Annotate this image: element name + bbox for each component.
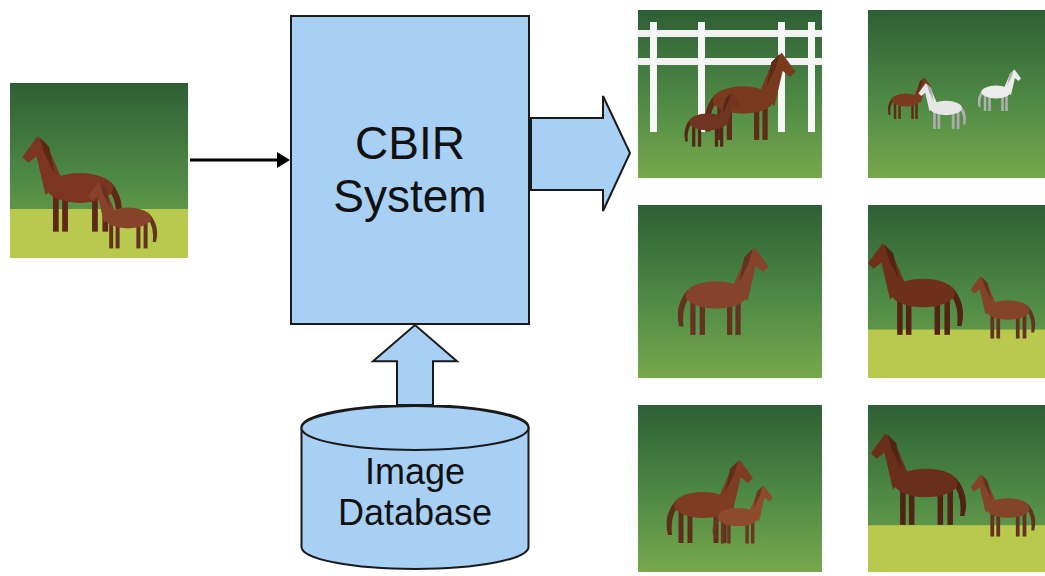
horse-photo	[638, 405, 822, 572]
photo-background	[868, 205, 1045, 378]
horse-figure	[871, 434, 966, 525]
horse-mane	[722, 93, 730, 114]
photo-background	[10, 83, 188, 258]
horse-mane	[739, 249, 753, 283]
horse-photo	[638, 10, 822, 178]
horse-photo	[638, 205, 822, 378]
horse-figure	[667, 460, 753, 543]
fence-rail	[638, 30, 822, 37]
photo-background	[868, 405, 1045, 572]
horse-figure	[978, 70, 1021, 112]
horse-figure	[22, 136, 121, 231]
horse-figure	[971, 276, 1036, 338]
photo-background	[638, 10, 822, 178]
query-arrow-line	[190, 159, 279, 162]
photo-background	[638, 405, 822, 572]
horse-figure	[713, 486, 773, 544]
photo-background	[638, 205, 822, 378]
result-block-arrow	[531, 96, 630, 211]
node-label: Image Database	[315, 451, 515, 534]
fence-post	[650, 22, 657, 132]
horse-mane	[766, 54, 780, 88]
query-arrow-head	[277, 152, 290, 168]
database-cylinder: Image Database	[300, 405, 530, 571]
horse-photo	[868, 405, 1045, 572]
horse-mane	[927, 84, 934, 102]
flower-field	[10, 209, 188, 258]
horse-photo	[868, 205, 1045, 378]
cylinder-outline	[300, 405, 530, 571]
node-label: CBIR System	[310, 117, 510, 223]
block-arrow	[373, 325, 457, 405]
photo-background	[868, 10, 1045, 178]
horse-mane	[40, 137, 55, 174]
horse-mane	[100, 183, 110, 209]
fence-rail	[638, 58, 822, 65]
horse-figure	[971, 474, 1036, 536]
horse-mane	[982, 475, 992, 499]
horse-mane	[982, 277, 992, 301]
horse-photo	[868, 10, 1045, 178]
fence-post	[808, 22, 815, 132]
process-box: CBIR System	[290, 15, 530, 325]
horse-mane	[753, 486, 762, 508]
horse-photo	[10, 83, 188, 258]
horse-figure	[678, 248, 769, 335]
horse-mane	[885, 245, 899, 280]
horse-figure	[868, 244, 963, 335]
horse-figure	[684, 93, 740, 147]
horse-mane	[888, 435, 902, 470]
horse-mane	[725, 461, 738, 493]
cylinder-body	[302, 405, 529, 569]
horse-mane	[1007, 70, 1014, 86]
cylinder-top	[302, 406, 529, 450]
horse-figure	[919, 83, 967, 129]
horse-figure	[888, 78, 931, 120]
horse-figure	[88, 182, 157, 248]
